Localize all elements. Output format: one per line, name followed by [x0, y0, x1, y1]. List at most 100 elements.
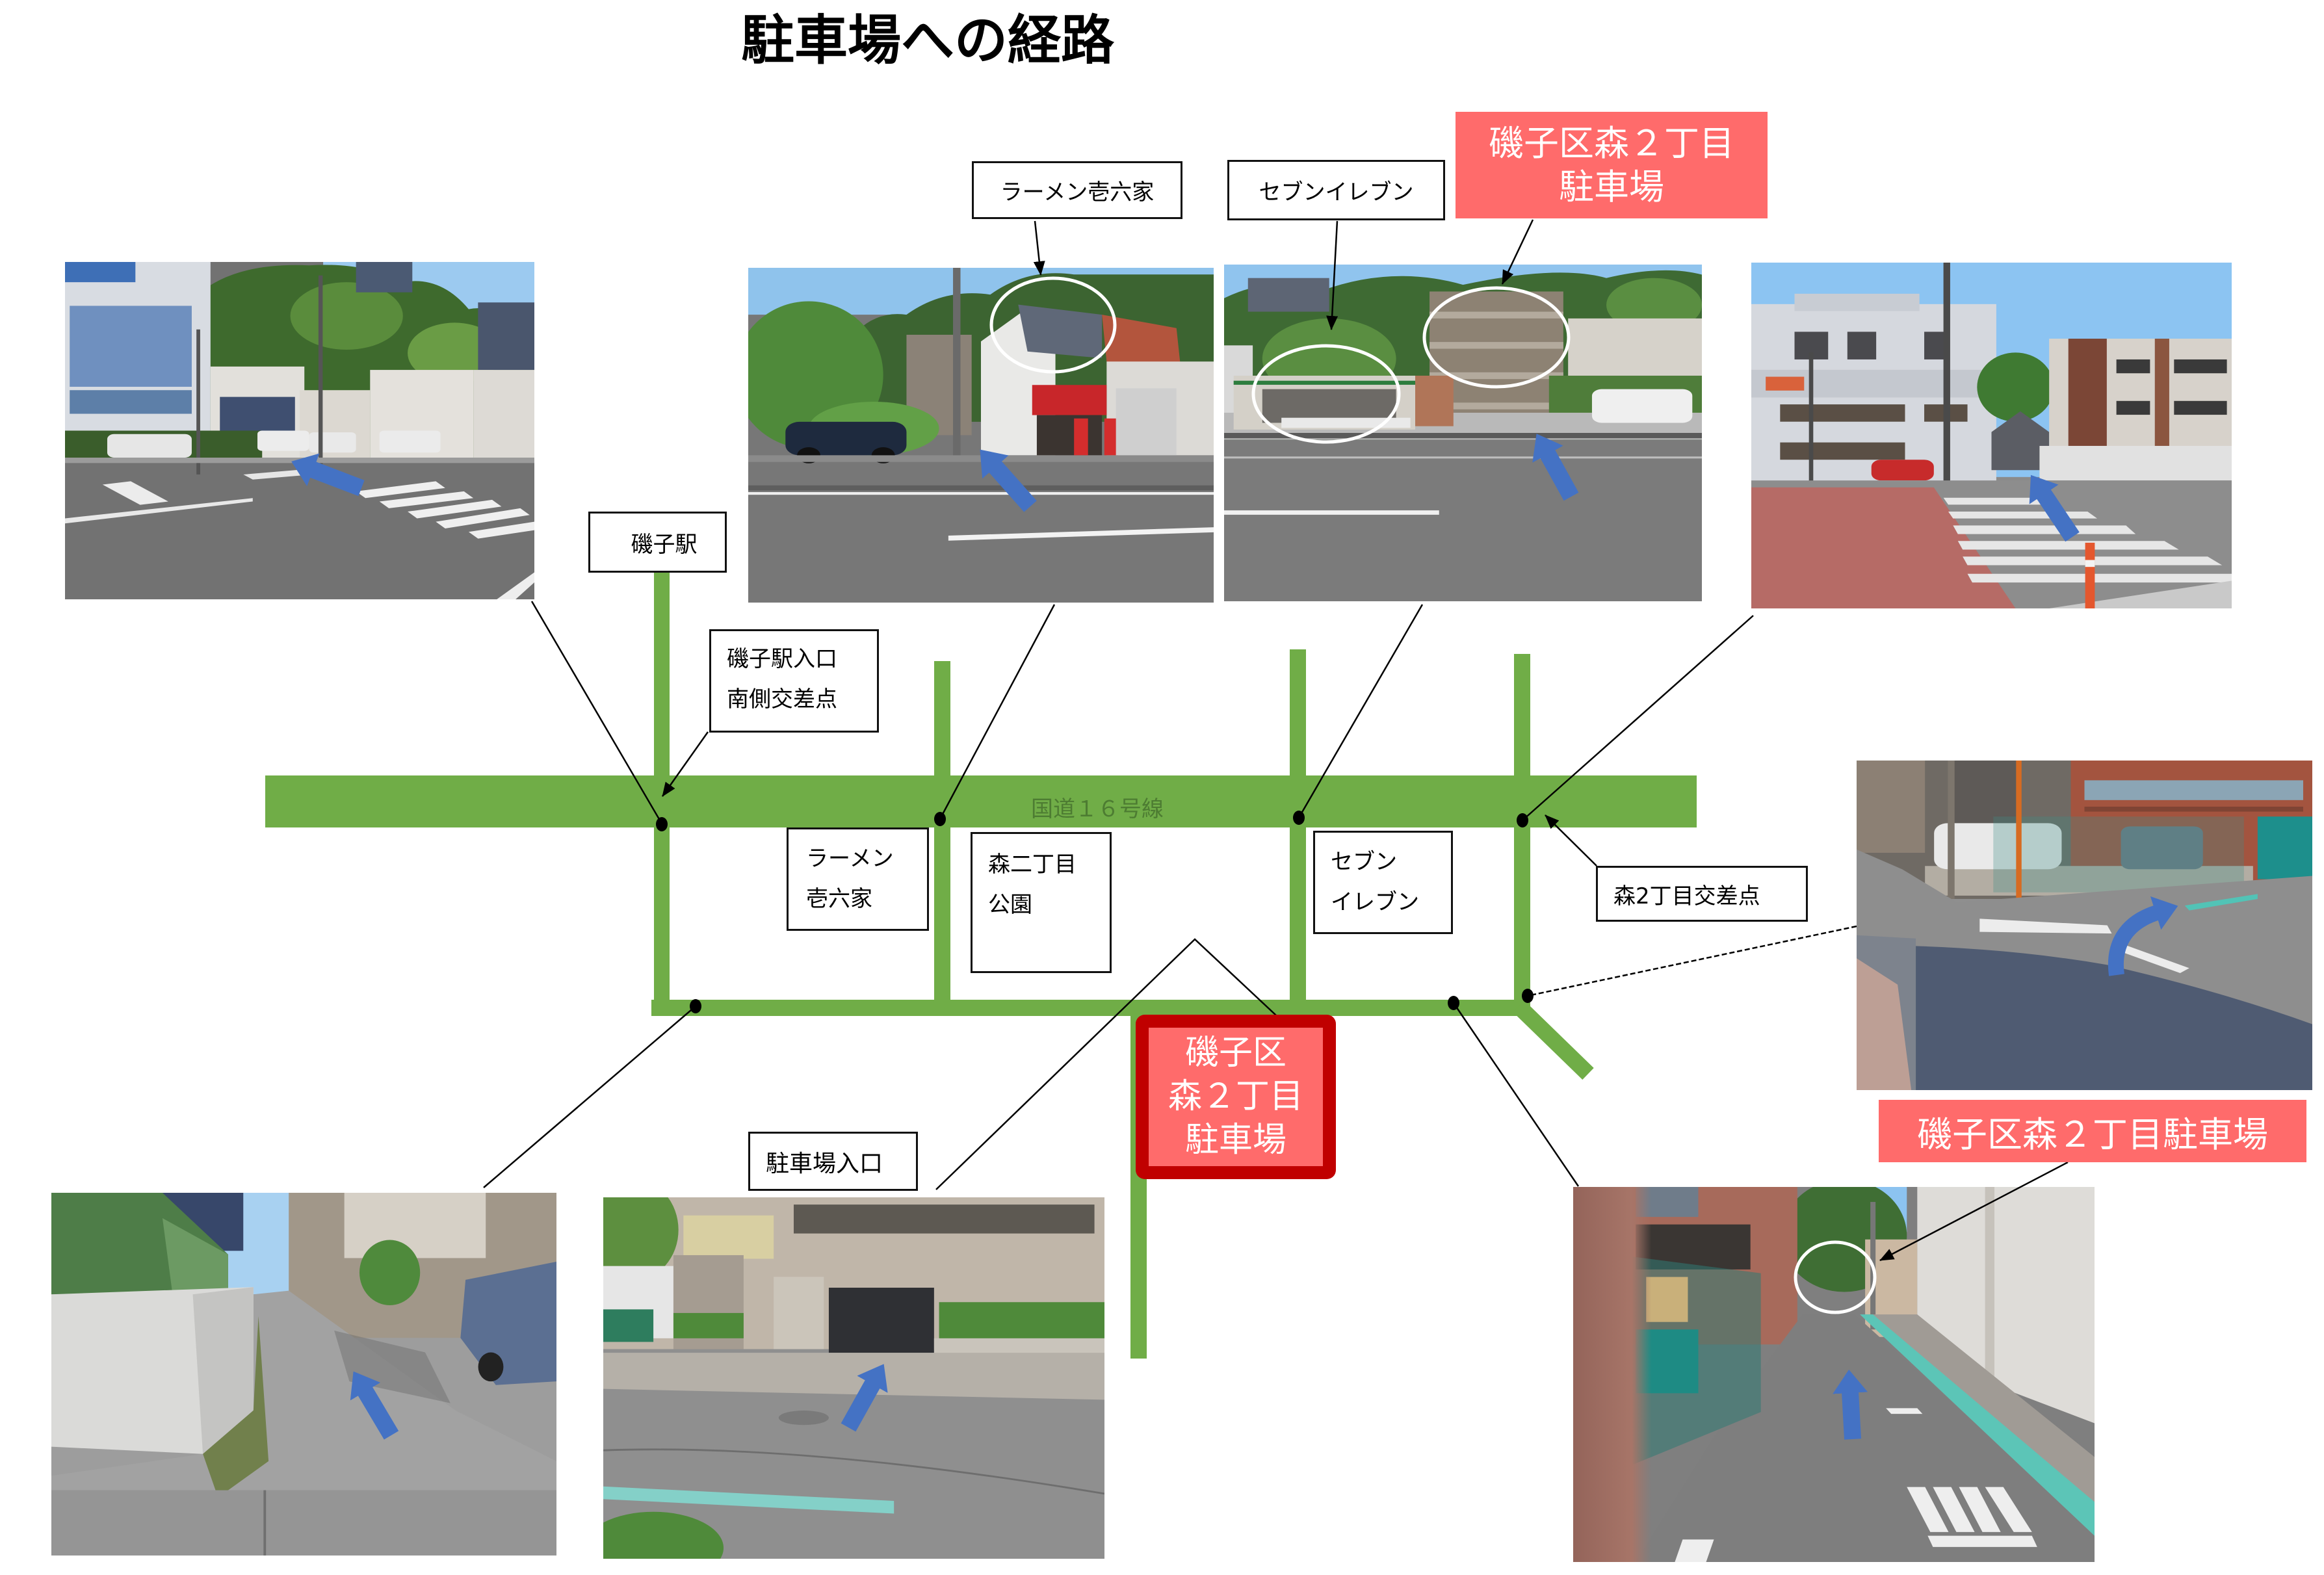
road-marking	[1907, 1487, 1949, 1532]
lane-line	[1224, 456, 1702, 459]
pole	[953, 268, 961, 459]
lane-line	[748, 492, 1214, 495]
red-roof	[1102, 315, 1181, 372]
point-dot	[656, 817, 668, 831]
direction-arrow-icon	[1833, 1370, 1868, 1440]
photo-mori2-intersection	[1751, 263, 2232, 608]
road-paint	[603, 1486, 894, 1514]
crosswalk-stripe	[356, 481, 445, 499]
map-label-line: 壱六家	[806, 886, 872, 912]
shop-sign	[1766, 376, 1805, 391]
callout-ramen-text: ラーメン壱六家	[1000, 179, 1155, 205]
crack	[603, 1448, 1104, 1495]
car	[309, 432, 356, 453]
highlight-circle-seven	[1251, 344, 1401, 444]
glass-facade	[70, 390, 192, 414]
road-network	[265, 573, 1697, 1359]
car	[107, 434, 192, 458]
banner	[1074, 418, 1088, 456]
sign	[1646, 1277, 1688, 1322]
crosswalk-stripe	[1943, 497, 2054, 505]
photo-turn-corner	[1857, 761, 2312, 1090]
crosswalk-stripe	[436, 508, 530, 529]
house	[473, 370, 534, 458]
route16-road	[265, 775, 1697, 827]
road-marking	[1927, 1535, 2037, 1547]
map-label-line: 公園	[988, 892, 1032, 918]
point-dot	[1293, 811, 1305, 825]
car	[257, 430, 309, 451]
pole	[2016, 761, 2022, 899]
car	[2121, 826, 2203, 870]
road	[51, 1490, 556, 1555]
map-points	[656, 811, 1534, 1013]
callout-parking-entrance: 駐車場入口	[748, 1132, 918, 1191]
window-row	[1780, 404, 1905, 422]
pole	[1808, 352, 1814, 491]
hedge	[673, 1312, 744, 1338]
sidewalk	[603, 1353, 1104, 1400]
callout-parking-top-line1: 磯子区森２丁目	[1489, 123, 1734, 164]
direction-arrows	[291, 434, 2178, 1440]
concrete-wall-side	[192, 1287, 254, 1454]
car	[460, 1262, 556, 1385]
road	[51, 1290, 556, 1555]
turn-right-arrow-icon	[2108, 896, 2178, 976]
destination-parking-marker: 磯子区 森２丁目 駐車場	[1136, 1015, 1336, 1179]
store-stripe	[1233, 380, 1415, 385]
map-label-station-text: 磯子駅	[631, 531, 698, 558]
car	[785, 421, 907, 456]
point-dot	[1522, 989, 1534, 1003]
map-label-line: 南側交差点	[727, 686, 837, 712]
map-label-station: 磯子駅	[588, 512, 727, 573]
road-marking	[1959, 1487, 2001, 1532]
sidewalk-edge	[748, 455, 1214, 462]
lane-line	[1224, 510, 1439, 515]
mori2-side-road	[1514, 654, 1530, 1016]
map-label-mori2-intersection-text: 森2丁目交差点	[1613, 883, 1760, 909]
green-wall-side	[162, 1218, 228, 1295]
pole	[1948, 761, 1955, 899]
map-label-line: セブン	[1331, 849, 1397, 875]
bike-lane	[1860, 1314, 2095, 1536]
crosswalk-stripe	[1967, 573, 2232, 583]
map-label-line: ラーメン	[806, 846, 894, 872]
map-label-station-entrance-intersection: 磯子駅入口 南側交差点	[709, 629, 879, 733]
callout-parking-top-line2: 駐車場	[1559, 166, 1664, 207]
wall	[2039, 445, 2232, 481]
store-glass	[1262, 389, 1396, 423]
photo-narrow-road	[1573, 1187, 2095, 1562]
destination-line: 森２丁目	[1168, 1077, 1303, 1116]
connector-line	[530, 601, 663, 824]
window	[2174, 359, 2227, 374]
connector-arrow	[1033, 220, 1045, 276]
balcony-ledge	[2084, 806, 2303, 812]
direction-arrow-icon	[980, 449, 1037, 512]
brick-column	[2154, 339, 2169, 463]
hedge	[939, 1302, 1104, 1342]
house	[1857, 761, 1926, 853]
lane-line	[65, 498, 253, 524]
car	[1591, 389, 1693, 423]
seven-side-road	[1290, 649, 1306, 1016]
connector-line	[1452, 1002, 1580, 1187]
building	[344, 1193, 486, 1258]
apartment-tower	[478, 302, 534, 371]
pole	[318, 275, 323, 465]
curb	[748, 485, 1214, 491]
map-label-line: 磯子駅入口	[727, 646, 837, 672]
callout-ramen: ラーメン壱六家	[972, 161, 1182, 219]
road-marking	[1933, 1487, 1975, 1532]
point-dot	[1517, 813, 1528, 827]
fence	[1281, 417, 1411, 428]
photo-seven-eleven	[1224, 265, 1702, 601]
highlight-circles	[989, 276, 1877, 1314]
back-street-road	[651, 1000, 1530, 1016]
map-label-ramen: ラーメン 壱六家	[787, 827, 929, 931]
shopfront	[1036, 415, 1103, 456]
crosswalk-stripe	[1948, 512, 2098, 519]
pole	[196, 329, 200, 475]
callout-parking-top: 磯子区森２丁目 駐車場	[1456, 112, 1768, 218]
tree	[603, 1197, 679, 1281]
bike-lane	[2184, 894, 2258, 911]
